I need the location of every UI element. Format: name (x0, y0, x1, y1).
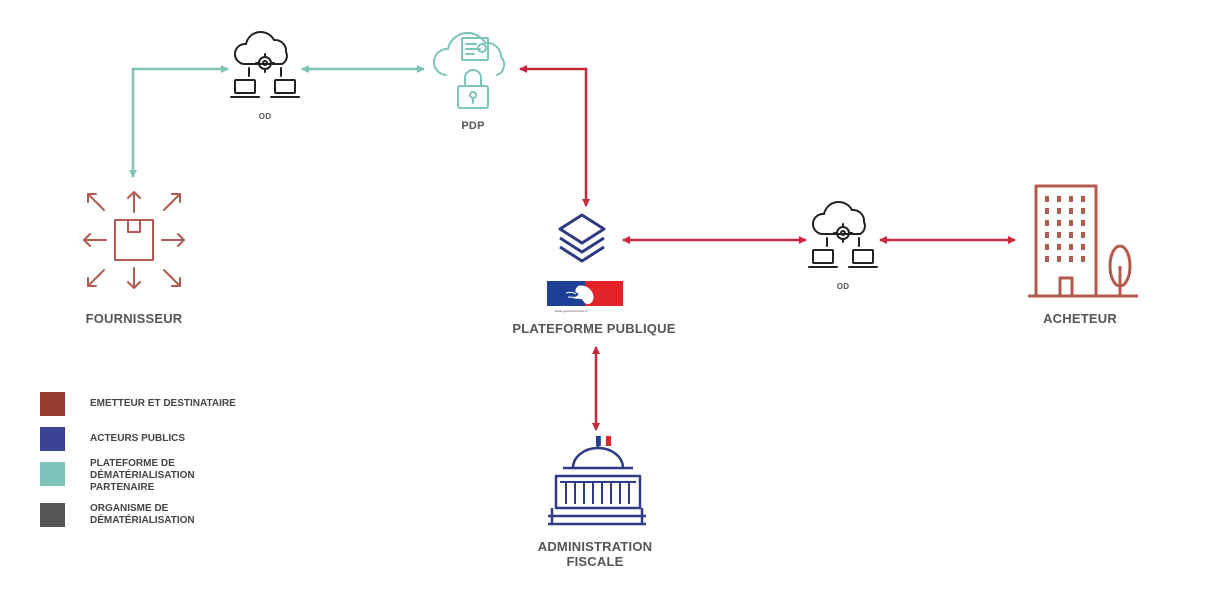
building-tree-icon (1028, 184, 1138, 298)
legend-item-emetteur: EMETTEUR ET DESTINATAIRE (40, 392, 290, 416)
gouvernement-url: www.gouvernement.fr (555, 309, 588, 313)
legend-label: PLATEFORME DE DÉMATÉRIALISATION PARTENAI… (90, 458, 195, 493)
government-building-icon (548, 436, 646, 526)
cloud-gear-laptops-icon (230, 30, 300, 98)
building-window (1045, 244, 1049, 250)
connector-fournisseur-od (129, 65, 229, 178)
administration-label-line2: FISCALE (566, 554, 624, 569)
legend-label: EMETTEUR ET DESTINATAIRE (90, 398, 236, 409)
building-window (1081, 196, 1085, 202)
administration-fiscale-label: ADMINISTRATION FISCALE (520, 539, 670, 569)
administration-label-line1: ADMINISTRATION (537, 539, 653, 554)
legend-label: ORGANISME DE DÉMATÉRIALISATION (90, 503, 195, 526)
building-window (1081, 244, 1085, 250)
legend-swatch (40, 503, 65, 527)
cloud-gear-laptops-icon (808, 200, 878, 268)
fournisseur-label: FOURNISSEUR (85, 311, 183, 326)
france-flag-icon (596, 435, 611, 447)
building-window (1069, 208, 1073, 214)
legend-swatch (40, 462, 65, 486)
building-window (1069, 256, 1073, 262)
acheteur-label: ACHETEUR (1043, 311, 1117, 326)
building-window (1045, 256, 1049, 262)
building-window (1057, 208, 1061, 214)
legend-swatch (40, 427, 65, 451)
connector-pdp-plateforme (519, 65, 590, 207)
od-top-label: OD (258, 112, 272, 121)
legend-item-plateforme-dematerialisation: PLATEFORME DE DÉMATÉRIALISATION PARTENAI… (40, 458, 220, 494)
building-window (1069, 232, 1073, 238)
building-columns (560, 481, 636, 504)
layers-icon (558, 213, 606, 263)
gouvernement-logo (547, 281, 623, 306)
building-window (1081, 232, 1085, 238)
od-right-label: OD (836, 282, 850, 291)
building-window (1045, 196, 1049, 202)
building-window (1081, 220, 1085, 226)
legend-item-acteurs-publics: ACTEURS PUBLICS (40, 427, 290, 451)
cloud-lock-certificate-icon (433, 31, 506, 109)
building-window (1057, 256, 1061, 262)
legend-swatch (40, 392, 65, 416)
building-windows (1045, 196, 1085, 262)
legend-item-organisme-dematerialisation: ORGANISME DE DÉMATÉRIALISATION (40, 503, 220, 527)
legend-label: ACTEURS PUBLICS (90, 433, 186, 444)
building-window (1045, 220, 1049, 226)
building-window (1057, 196, 1061, 202)
building-window (1057, 232, 1061, 238)
building-window (1069, 220, 1073, 226)
box-arrows-icon (83, 191, 185, 289)
building-window (1081, 208, 1085, 214)
building-window (1045, 232, 1049, 238)
building-window (1069, 244, 1073, 250)
pdp-label: PDP (461, 120, 485, 132)
building-window (1057, 220, 1061, 226)
building-window (1057, 244, 1061, 250)
building-window (1069, 196, 1073, 202)
building-window (1045, 208, 1049, 214)
building-window (1081, 256, 1085, 262)
plateforme-publique-label: PLATEFORME PUBLIQUE (512, 321, 676, 336)
